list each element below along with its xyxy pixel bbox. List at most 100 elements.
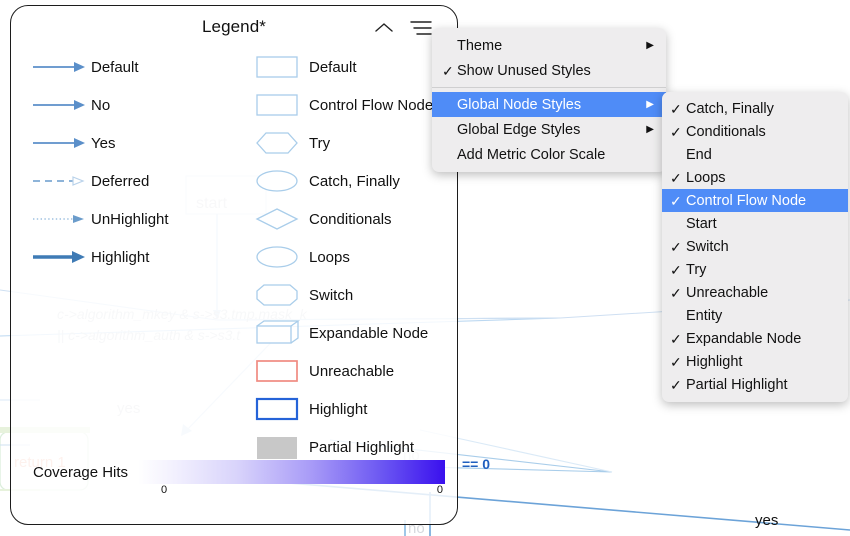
legend-edge-row[interactable]: Highlight xyxy=(29,238,229,276)
checkmark-icon xyxy=(670,263,686,277)
coverage-scale-ticks: 0 0 xyxy=(161,484,443,496)
legend-node-row[interactable]: Try xyxy=(247,124,457,162)
submenu-item-label: End xyxy=(686,146,712,163)
checkmark-icon xyxy=(670,125,686,139)
legend-header: Legend* xyxy=(11,6,457,48)
legend-node-label: Loops xyxy=(309,248,350,266)
legend-edge-row[interactable]: Default xyxy=(29,48,229,86)
solid-arrow-icon xyxy=(29,60,91,74)
submenu-item-label: Expandable Node xyxy=(686,330,802,347)
checkmark-icon xyxy=(670,332,686,346)
legend-node-row[interactable]: Default xyxy=(247,48,457,86)
rectangle-shape-icon xyxy=(247,54,309,80)
coverage-max-tick: 0 xyxy=(436,484,443,496)
legend-node-label: Catch, Finally xyxy=(309,172,400,190)
submenu-item-label: Conditionals xyxy=(686,123,766,140)
legend-node-label: Try xyxy=(309,134,331,152)
menu-item-show-unused-styles[interactable]: Show Unused Styles xyxy=(432,58,666,83)
legend-edge-row[interactable]: No xyxy=(29,86,229,124)
menu-item-label: Add Metric Color Scale xyxy=(457,146,606,163)
menu-item-global-edge-styles[interactable]: Global Edge Styles ▶ xyxy=(432,117,666,142)
submenu-item-partial-highlight[interactable]: Partial Highlight xyxy=(662,373,848,396)
legend-node-row[interactable]: Expandable Node xyxy=(247,314,457,352)
coverage-min-tick: 0 xyxy=(161,484,168,496)
legend-node-row[interactable]: Loops xyxy=(247,238,457,276)
menu-item-label: Theme xyxy=(457,37,503,54)
legend-node-row[interactable]: Partial Highlight xyxy=(247,428,457,466)
checkmark-icon xyxy=(670,240,686,254)
legend-edge-label: Deferred xyxy=(91,172,150,190)
hamburger-menu-icon[interactable] xyxy=(409,19,433,37)
submenu-item-label: Loops xyxy=(686,169,726,186)
submenu-item-expandable-node[interactable]: Expandable Node xyxy=(662,327,848,350)
submenu-item-entity[interactable]: Entity xyxy=(662,304,848,327)
legend-node-row[interactable]: Switch xyxy=(247,276,457,314)
submenu-item-label: Highlight xyxy=(686,353,743,370)
legend-edge-row[interactable]: Deferred xyxy=(29,162,229,200)
rectangle-highlight-icon xyxy=(247,396,309,422)
submenu-item-unreachable[interactable]: Unreachable xyxy=(662,281,848,304)
ellipse-shape-icon xyxy=(247,168,309,194)
checkmark-icon xyxy=(670,102,686,116)
rectangle-unreachable-icon xyxy=(247,358,309,384)
submenu-item-conditionals[interactable]: Conditionals xyxy=(662,120,848,143)
checkmark-icon xyxy=(670,286,686,300)
coverage-color-scale: Coverage Hits 0 0 xyxy=(33,460,445,496)
legend-title: Legend* xyxy=(201,17,267,36)
legend-node-label: Expandable Node xyxy=(309,324,429,342)
checkmark-icon xyxy=(670,355,686,369)
legend-node-label: Unreachable xyxy=(309,362,395,380)
submenu-item-label: Unreachable xyxy=(686,284,769,301)
submenu-item-label: Catch, Finally xyxy=(686,100,774,117)
menu-item-global-node-styles[interactable]: Global Node Styles ▶ xyxy=(432,92,666,117)
checkmark-icon xyxy=(670,194,686,208)
legend-node-label: Control Flow Node xyxy=(309,96,434,114)
legend-node-row[interactable]: Conditionals xyxy=(247,200,457,238)
legend-node-label: Conditionals xyxy=(309,210,392,228)
checkmark-icon xyxy=(670,378,686,392)
octagon-shape-icon xyxy=(247,282,309,308)
chevron-right-icon: ▶ xyxy=(646,39,654,51)
thick-arrow-icon xyxy=(29,250,91,264)
submenu-item-catch-finally[interactable]: Catch, Finally xyxy=(662,97,848,120)
global-node-styles-submenu[interactable]: Catch, Finally Conditionals End Loops Co… xyxy=(662,92,848,402)
legend-node-label: Partial Highlight xyxy=(309,438,415,456)
submenu-item-start[interactable]: Start xyxy=(662,212,848,235)
submenu-item-control-flow-node[interactable]: Control Flow Node xyxy=(662,189,848,212)
dotted-arrow-icon xyxy=(29,212,91,226)
chevron-right-icon: ▶ xyxy=(646,98,654,110)
legend-edge-label: Default xyxy=(91,58,139,76)
legend-edge-label: Yes xyxy=(91,134,116,152)
submenu-item-loops[interactable]: Loops xyxy=(662,166,848,189)
legend-edge-label: No xyxy=(91,96,111,114)
legend-node-row[interactable]: Unreachable xyxy=(247,352,457,390)
legend-node-row[interactable]: Catch, Finally xyxy=(247,162,457,200)
menu-item-add-metric-color-scale[interactable]: Add Metric Color Scale xyxy=(432,142,666,167)
solid-arrow-icon xyxy=(29,98,91,112)
legend-node-row[interactable]: Control Flow Node xyxy=(247,86,457,124)
solid-arrow-icon xyxy=(29,136,91,150)
submenu-item-end[interactable]: End xyxy=(662,143,848,166)
box3d-shape-icon xyxy=(247,320,309,346)
legend-edge-label: UnHighlight xyxy=(91,210,169,228)
coverage-scale-row: Coverage Hits xyxy=(33,460,445,484)
chevron-up-icon[interactable] xyxy=(373,20,395,36)
submenu-item-highlight[interactable]: Highlight xyxy=(662,350,848,373)
chevron-right-icon: ▶ xyxy=(646,123,654,135)
legend-node-row[interactable]: Highlight xyxy=(247,390,457,428)
submenu-item-try[interactable]: Try xyxy=(662,258,848,281)
legend-edge-row[interactable]: UnHighlight xyxy=(29,200,229,238)
submenu-item-label: Start xyxy=(686,215,717,232)
menu-item-label: Show Unused Styles xyxy=(457,62,591,79)
menu-item-theme[interactable]: Theme ▶ xyxy=(432,33,666,58)
legend-node-label: Highlight xyxy=(309,400,368,418)
coverage-scale-label: Coverage Hits xyxy=(33,463,129,481)
coverage-gradient-bar[interactable] xyxy=(138,460,445,484)
legend-context-menu[interactable]: Theme ▶ Show Unused Styles Global Node S… xyxy=(432,28,666,172)
rectangle-shape-icon xyxy=(247,92,309,118)
legend-node-label: Switch xyxy=(309,286,354,304)
submenu-item-switch[interactable]: Switch xyxy=(662,235,848,258)
legend-edge-row[interactable]: Yes xyxy=(29,124,229,162)
legend-edge-label: Highlight xyxy=(91,248,150,266)
